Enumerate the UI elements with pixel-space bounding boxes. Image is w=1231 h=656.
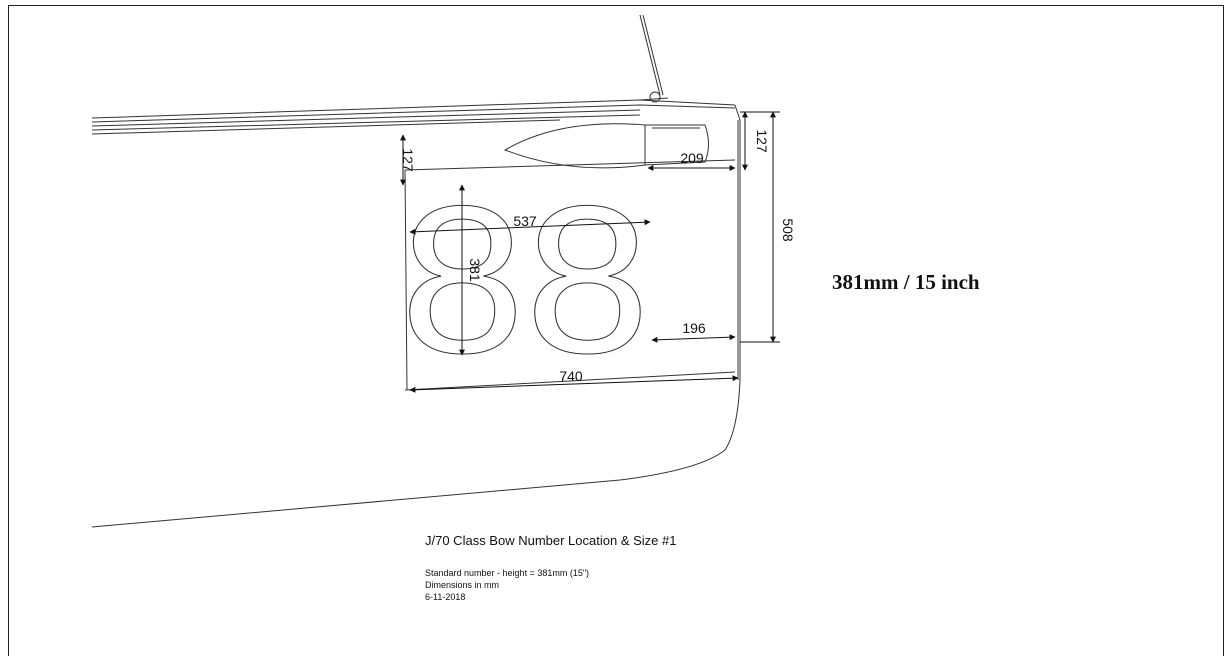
hull-outline bbox=[91, 99, 741, 528]
size-callout: 381mm / 15 inch bbox=[832, 270, 980, 294]
forestay-fitting bbox=[639, 14, 669, 103]
drawing-frame bbox=[8, 5, 1224, 656]
dim-top-offset-left: 127 bbox=[400, 148, 416, 172]
dim-number-height: 381 bbox=[467, 258, 483, 282]
dimension-lines bbox=[400, 111, 780, 393]
note-standard-number: Standard number - height = 381mm (15") bbox=[425, 568, 589, 578]
dim-number-width: 537 bbox=[513, 213, 537, 229]
drawing-title: J/70 Class Bow Number Location & Size #1 bbox=[425, 533, 676, 548]
note-dimensions-unit: Dimensions in mm bbox=[425, 580, 499, 590]
dim-aft-gap: 196 bbox=[682, 320, 706, 336]
bow-number: 88 bbox=[400, 162, 651, 398]
dim-hatch-length: 209 bbox=[680, 150, 704, 166]
dim-top-offset-right: 127 bbox=[754, 129, 770, 153]
svg-text:88: 88 bbox=[400, 162, 650, 397]
title-block: J/70 Class Bow Number Location & Size #1… bbox=[425, 533, 676, 602]
note-date: 6-11-2018 bbox=[425, 592, 465, 602]
deck-hatch bbox=[503, 123, 709, 169]
dim-total-height: 508 bbox=[780, 218, 796, 242]
dim-panel-length: 740 bbox=[559, 368, 583, 384]
